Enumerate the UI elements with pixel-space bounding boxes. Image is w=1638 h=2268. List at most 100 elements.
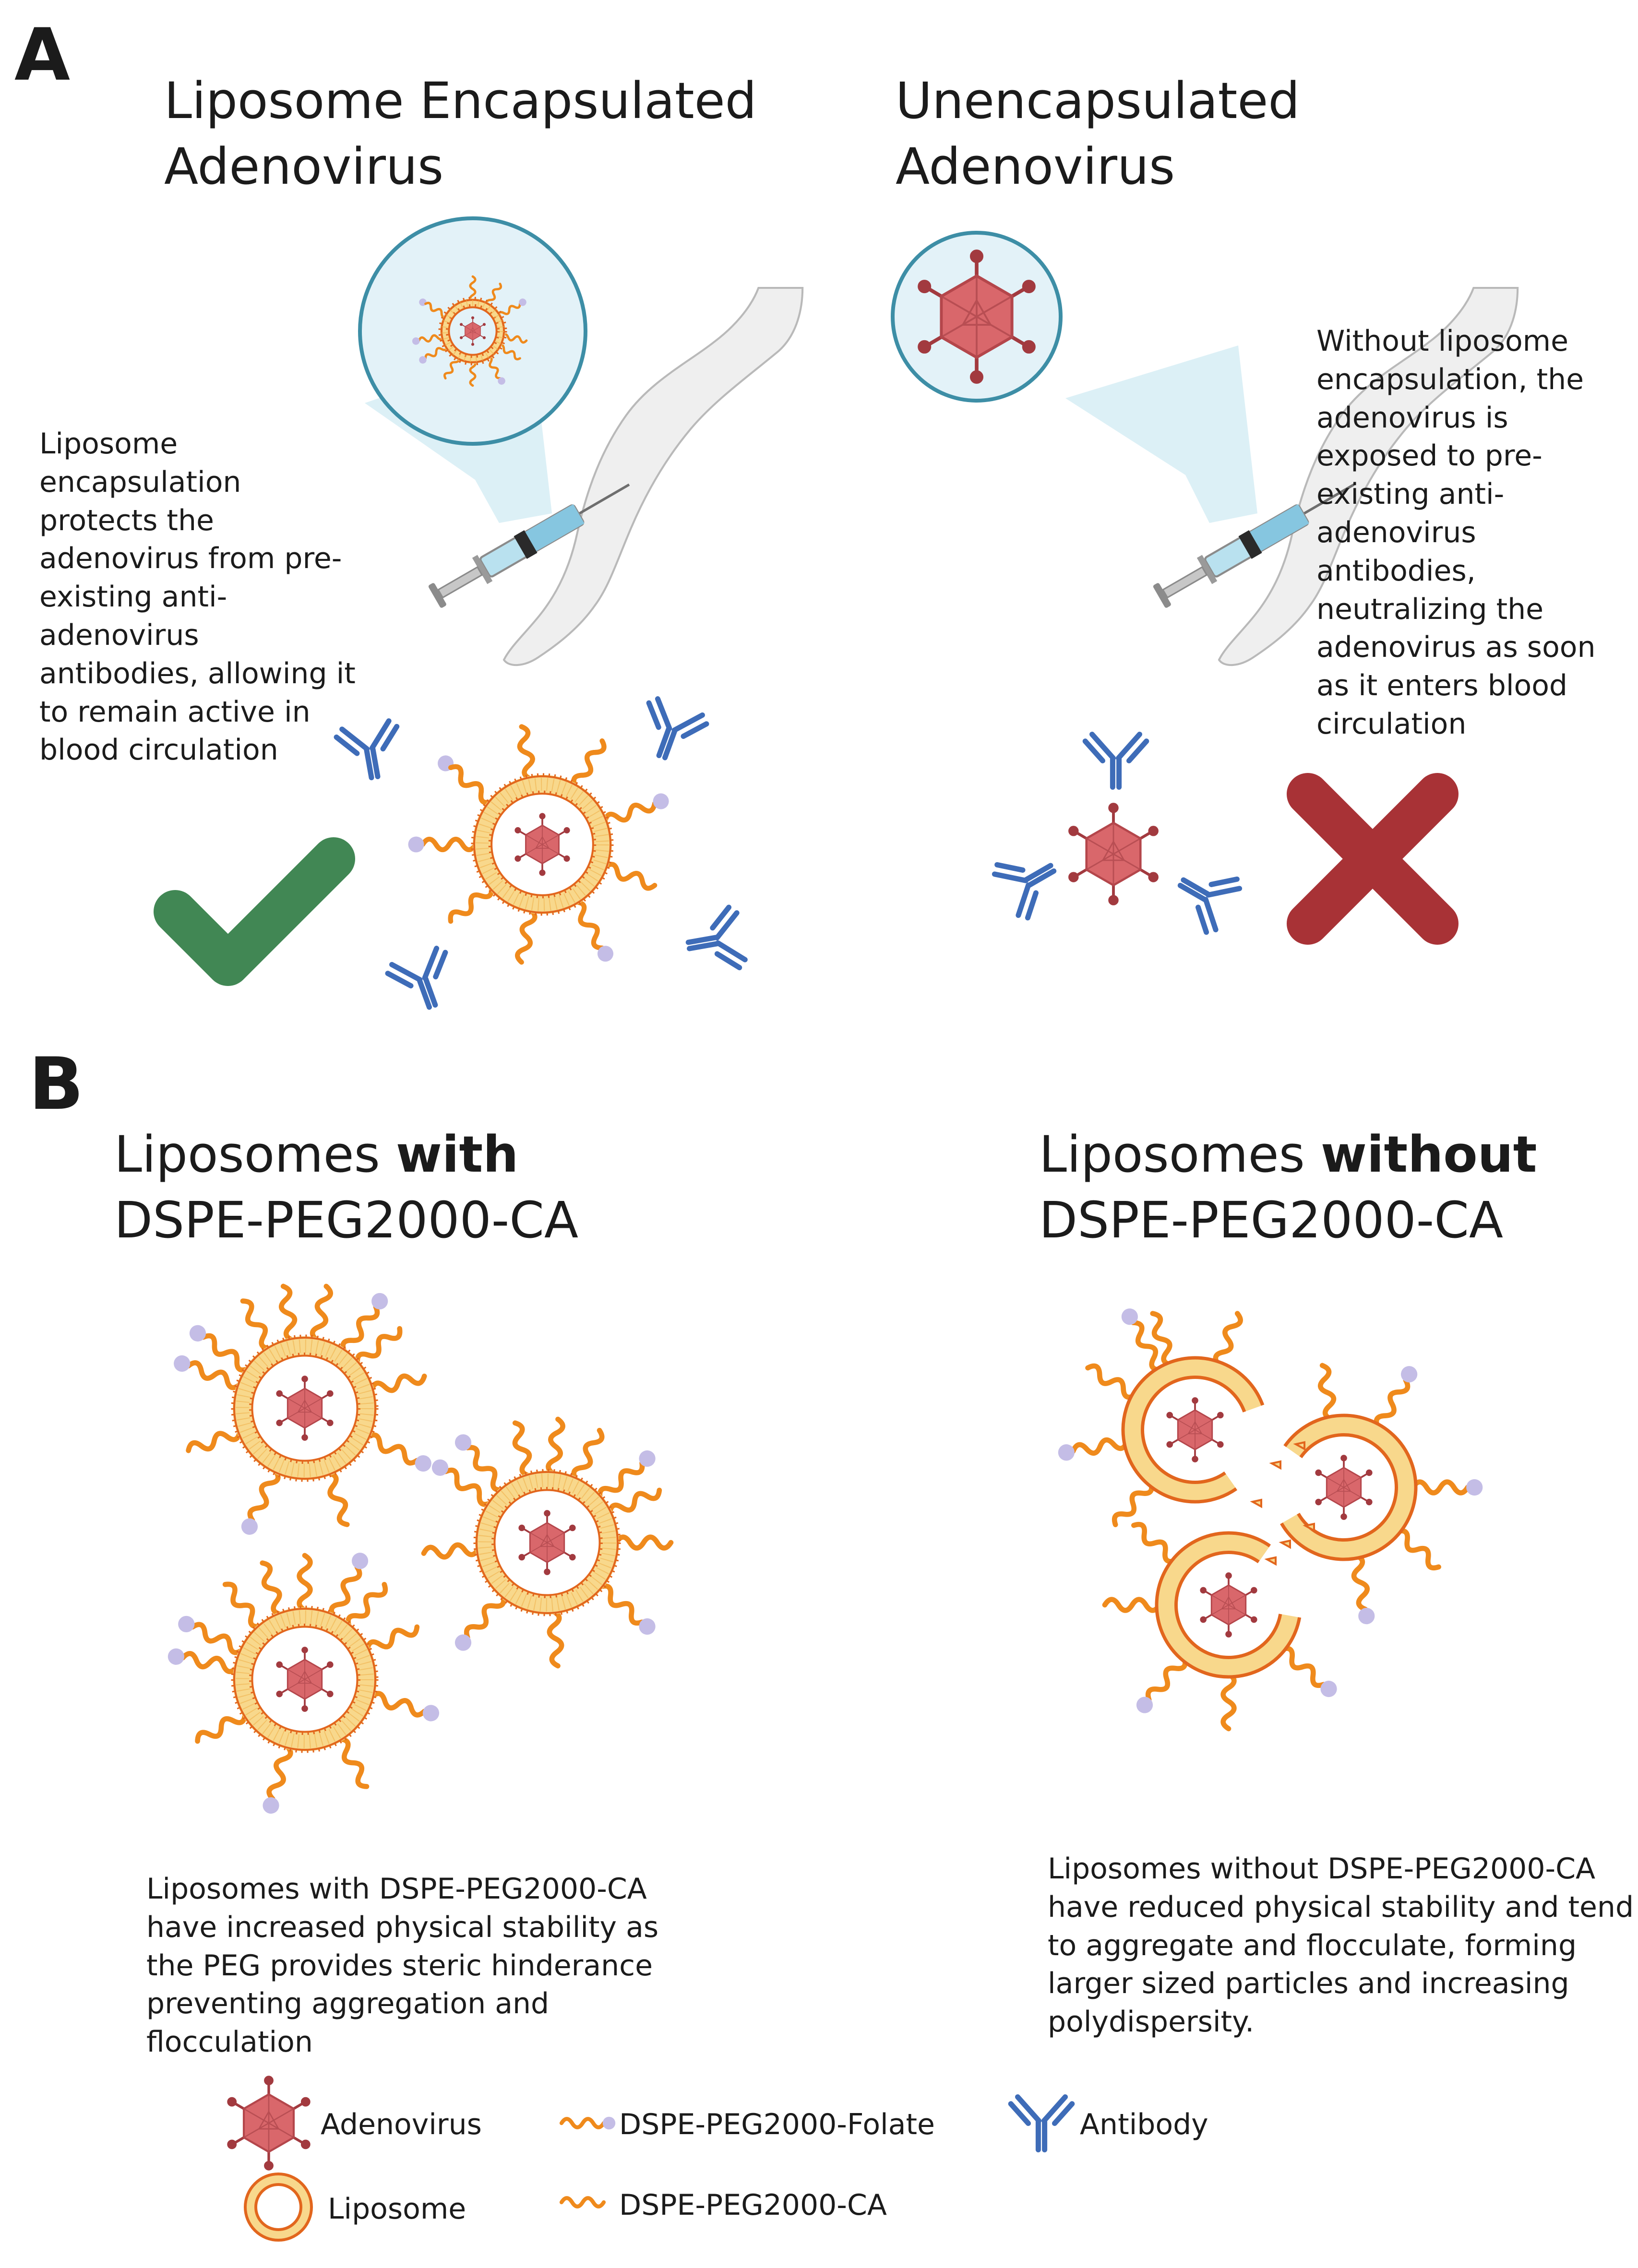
bilayer-inner-heads: [249, 1624, 360, 1735]
description-line: Liposomes with DSPE-PEG2000-CA: [146, 1872, 647, 1906]
bilayer-inner-edge: [1174, 1551, 1282, 1659]
antibody: [1085, 735, 1147, 787]
description-line: Liposome: [39, 427, 178, 461]
lipid-bilayer: [1155, 1531, 1302, 1679]
peg-folate-chain: [186, 1322, 253, 1375]
peg-ca-chain: [311, 1285, 332, 1341]
title-line: Adenovirus: [896, 137, 1175, 196]
peg-ca-chain: [257, 1561, 286, 1616]
peg-folate-chain: [338, 1290, 391, 1356]
panel-a-left-title: Liposome Encapsulated Adenovirus: [164, 68, 757, 200]
peg-ca-chain: [323, 1471, 352, 1526]
description-line: to remain active in: [39, 695, 311, 729]
panel-b-left-title: Liposomes with DSPE-PEG2000-CA: [114, 1122, 578, 1254]
description-line: protects the: [39, 503, 214, 537]
adenovirus: [1070, 804, 1157, 904]
peg-folate-chain: [1133, 1652, 1191, 1716]
antibody: [1167, 856, 1243, 936]
legend-liposome-label: Liposome: [328, 2192, 466, 2226]
adenovirus: [1315, 1455, 1373, 1520]
panel-b-right-description: Liposomes without DSPE-PEG2000-CA have r…: [1048, 1850, 1634, 2042]
title-line: DSPE-PEG2000-CA: [1039, 1191, 1504, 1250]
peg-ca-chain: [548, 1419, 563, 1474]
peg-folate-icon: [562, 2117, 615, 2129]
liposome-icon-edge: [254, 2183, 302, 2231]
bilayer-inner-heads: [488, 790, 597, 899]
description-line: adenovirus from pre-: [39, 542, 342, 576]
description-line: existing anti-: [39, 580, 227, 614]
bilayer-tails: [236, 1339, 374, 1477]
liposome-icon-edge: [244, 2173, 313, 2242]
liposome: [423, 1419, 671, 1666]
peg-ca-chain: [616, 1537, 671, 1548]
peg-folate-chain: [1276, 1643, 1340, 1700]
peg-folate-chain: [434, 752, 496, 808]
liposome: [412, 276, 528, 386]
description-line: have increased physical stability as: [146, 1910, 659, 1944]
peg-ca-chain: [221, 1581, 264, 1630]
peg-folate-chain: [239, 1467, 283, 1537]
peg-folate-chain: [261, 1744, 295, 1816]
bilayer-outer-edge: [473, 775, 611, 914]
bilayer-outer-edge: [1121, 1356, 1265, 1504]
title-line: Liposomes with: [114, 1122, 578, 1187]
bilayer-outer-heads: [473, 1469, 621, 1616]
lipid-bilayer: [231, 1334, 379, 1482]
panel-a-right-title: Unencapsulated Adenovirus: [896, 68, 1300, 200]
peg-ca-chain: [335, 1736, 371, 1789]
peg-ca-chain: [299, 1556, 311, 1610]
peg-folate-chain: [602, 791, 671, 829]
bilayer-tails: [475, 777, 610, 912]
peg-ca-chain: [238, 1298, 275, 1351]
cross-icon: [1308, 794, 1437, 924]
description-line: to aggregate and flocculate, forming: [1048, 1928, 1577, 1962]
description-line: Liposomes without DSPE-PEG2000-CA: [1048, 1852, 1596, 1886]
peg-ca-chain: [187, 1427, 242, 1456]
description-line: flocculation: [146, 2025, 313, 2059]
peg-folate-chain: [1371, 1363, 1420, 1432]
peg-folate-chain: [569, 898, 616, 964]
liposome-icon: [245, 2174, 311, 2240]
bilayer-outer-edge: [476, 1471, 619, 1614]
bilayer-core: [1281, 1415, 1416, 1559]
legend-graphics: [228, 2077, 1072, 2242]
description-line: encapsulation: [39, 465, 241, 499]
description-line: preventing aggregation and: [146, 1987, 550, 2021]
liposome: [408, 726, 671, 965]
lipid-fragment: [1269, 1460, 1281, 1470]
adenovirus: [518, 1510, 576, 1575]
adenovirus: [1166, 1397, 1224, 1462]
bilayer-outer-heads: [438, 297, 507, 366]
lipid-fragment: [1303, 1522, 1315, 1532]
antibody-icon: [1011, 2097, 1072, 2150]
description-line: antibodies,: [1316, 554, 1476, 588]
lipid-bilayer: [1121, 1356, 1265, 1504]
liposome: [1280, 1363, 1483, 1626]
title-bold: without: [1320, 1125, 1537, 1184]
peg-folate-chain: [326, 1550, 371, 1620]
panel-a-letter: A: [14, 13, 71, 97]
description-line: circulation: [1316, 707, 1467, 741]
antibody: [633, 697, 709, 767]
description-line: encapsulation, the: [1316, 362, 1584, 396]
antibody: [683, 906, 746, 976]
bilayer-core: [1123, 1358, 1263, 1502]
bilayer-inner-heads: [491, 1487, 603, 1598]
peg-ca-chain: [447, 883, 495, 926]
peg-ca-chain: [365, 1622, 419, 1655]
peg-ca-chain: [516, 909, 536, 963]
bilayer-core: [1157, 1533, 1300, 1677]
peg-ca-chain: [370, 1371, 426, 1396]
panel-a-right-description: Without liposome encapsulation, the aden…: [1316, 322, 1596, 744]
bilayer-tails: [236, 1610, 374, 1748]
description-line: larger sized particles and increasing: [1048, 1967, 1569, 2001]
description-line: blood circulation: [39, 733, 278, 767]
peg-ca-chain: [1317, 1365, 1337, 1420]
lipid-bilayer: [473, 1469, 621, 1616]
peg-folate-chain: [595, 1580, 658, 1638]
description-line: existing anti-: [1316, 477, 1505, 511]
adenovirus: [514, 813, 570, 876]
peg-ca-chain: [1085, 1363, 1138, 1400]
peg-ca-chain: [447, 763, 495, 806]
bilayer-outer-edge: [233, 1337, 376, 1480]
